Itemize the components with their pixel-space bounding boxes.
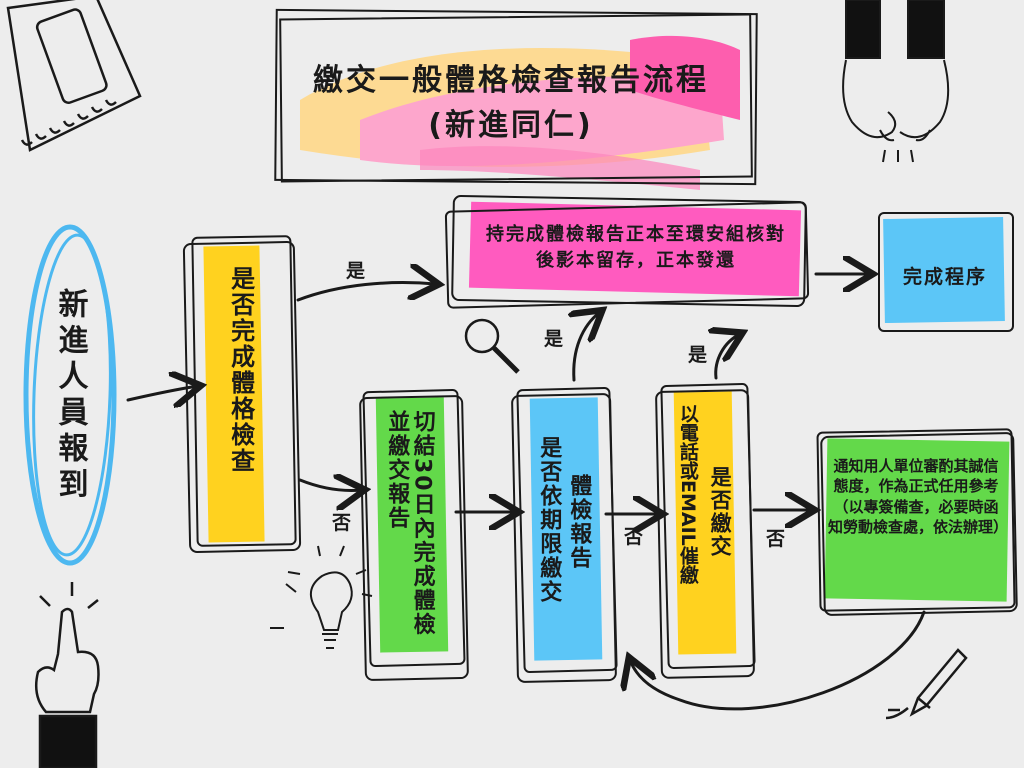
pencil-icon bbox=[885, 648, 968, 720]
edge-label-urge-yes: 是 bbox=[688, 344, 708, 366]
arrow-notify-loop bbox=[630, 610, 926, 711]
arrow-start-to-exam bbox=[126, 386, 198, 400]
edge-label-ontime-no: 否 bbox=[624, 526, 644, 548]
node-affidavit: 切結30日內完成體檢並繳交報告 bbox=[384, 410, 435, 637]
node-notify: 通知用人單位審酌其誠信態度，作為正式任用參考（以專簽備查，必要時函知勞動檢查處，… bbox=[828, 457, 1009, 536]
node-q-on-time-col2: 體檢報告 bbox=[566, 474, 592, 570]
edge-label-exam-yes: 是 bbox=[346, 260, 366, 282]
node-urge-col2: 是否繳交 bbox=[708, 466, 733, 558]
arrow-exam-yes bbox=[296, 283, 436, 300]
hands-icon bbox=[842, 0, 950, 163]
lightbulb-icon bbox=[270, 545, 373, 649]
box-complete bbox=[878, 212, 1014, 332]
node-complete: 完成程序 bbox=[902, 266, 987, 288]
title-line1: 繳交一般體格檢查報告流程 bbox=[313, 63, 709, 98]
edge-label-ontime-yes: 是 bbox=[544, 328, 564, 350]
notebook-icon bbox=[6, 0, 142, 152]
node-start: 新進人員報到 bbox=[52, 288, 88, 504]
edge-label-urge-no: 否 bbox=[766, 528, 786, 550]
node-q-on-time-col1: 是否依期限繳交 bbox=[536, 436, 562, 604]
magnifier-icon bbox=[464, 318, 520, 374]
arrow-ontime-yes bbox=[574, 312, 600, 382]
node-q-exam-done: 是否完成體格檢查 bbox=[226, 266, 255, 474]
page-title: 繳交一般體格檢查報告流程 (新進同仁) bbox=[276, 58, 746, 148]
node-submit-original: 持完成體檢報告正本至環安組核對後影本留存，正本發還 bbox=[486, 224, 786, 272]
node-urge-col1: 以電話或EMAIL催繳 bbox=[676, 404, 699, 584]
arrow-exam-no bbox=[298, 480, 362, 491]
title-line2: (新進同仁) bbox=[428, 108, 594, 143]
pointing-hand-icon bbox=[35, 582, 100, 768]
edge-label-exam-no: 否 bbox=[332, 512, 352, 534]
arrow-urge-yes bbox=[716, 334, 740, 380]
